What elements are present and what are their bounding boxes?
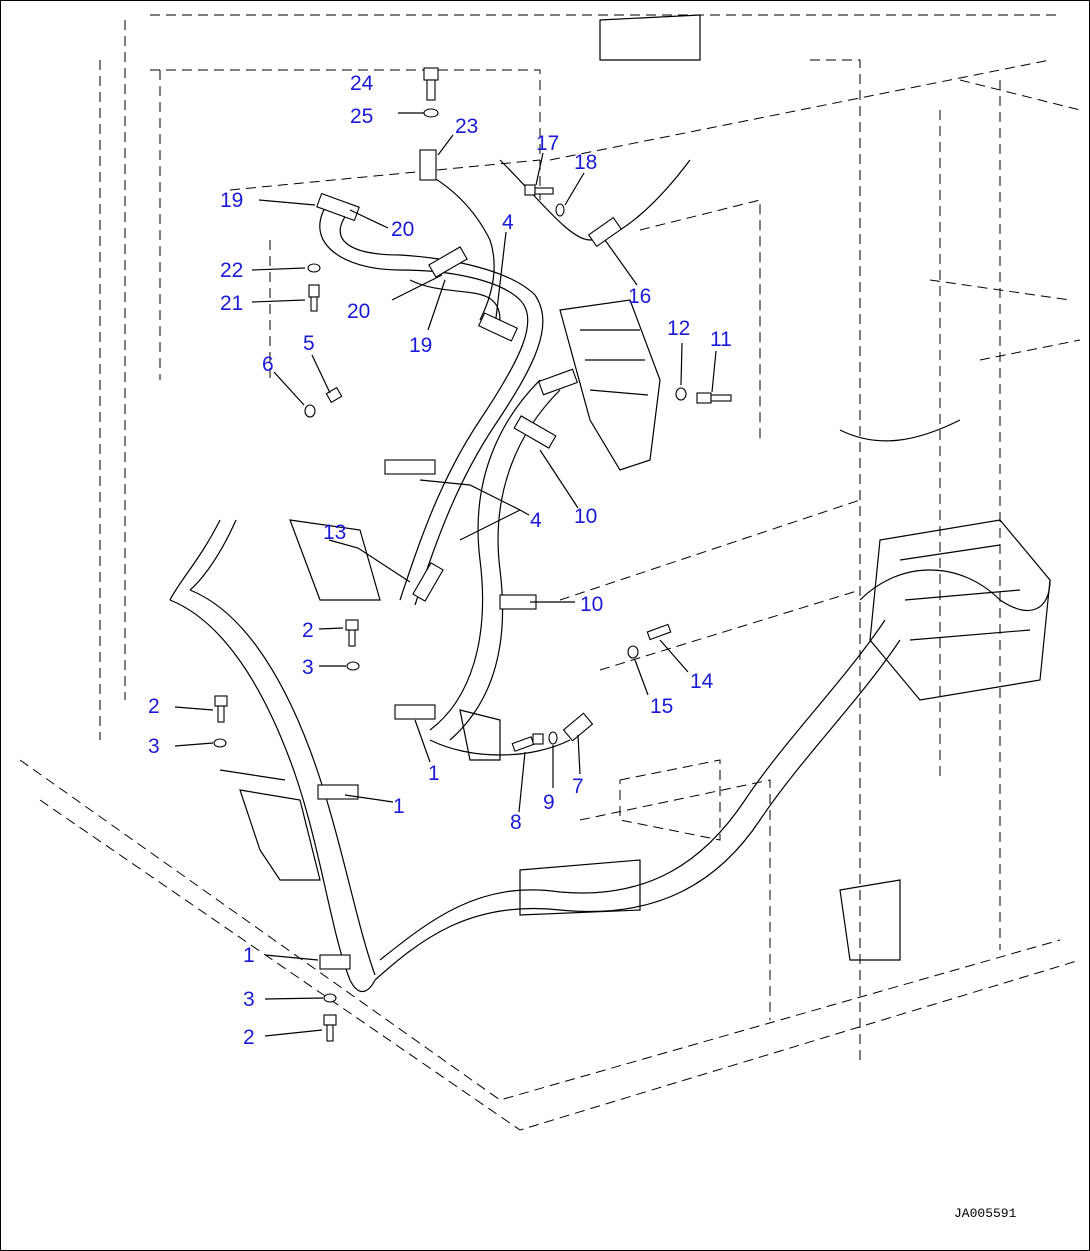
clamps bbox=[316, 192, 623, 970]
callout-22: 22 bbox=[220, 259, 243, 282]
machine-frame-outline bbox=[19, 14, 1081, 1131]
callout-8: 8 bbox=[510, 811, 522, 834]
callout-20: 20 bbox=[391, 218, 414, 241]
callout-3: 3 bbox=[243, 988, 255, 1011]
drawing-id: JA005591 bbox=[954, 1206, 1017, 1221]
callout-19: 19 bbox=[409, 334, 432, 357]
callout-19: 19 bbox=[220, 189, 243, 212]
callout-6: 6 bbox=[262, 353, 274, 376]
callout-21: 21 bbox=[220, 292, 243, 315]
callout-12: 12 bbox=[667, 317, 690, 340]
callout-10: 10 bbox=[574, 505, 597, 528]
callout-2: 2 bbox=[243, 1026, 255, 1049]
callout-10: 10 bbox=[580, 593, 603, 616]
callout-14: 14 bbox=[690, 670, 714, 693]
callout-5: 5 bbox=[303, 332, 315, 355]
callout-23: 23 bbox=[455, 115, 478, 138]
leader-lines bbox=[174, 112, 717, 1037]
callout-2: 2 bbox=[302, 619, 314, 642]
callout-4: 4 bbox=[530, 509, 542, 532]
callout-18: 18 bbox=[574, 151, 597, 174]
callout-1: 1 bbox=[393, 795, 405, 818]
callout-7: 7 bbox=[572, 775, 584, 798]
components bbox=[239, 14, 1051, 961]
callout-3: 3 bbox=[302, 656, 314, 679]
callout-17: 17 bbox=[536, 132, 559, 155]
callout-9: 9 bbox=[543, 791, 555, 814]
callout-4: 4 bbox=[502, 211, 514, 234]
harness-lines bbox=[169, 159, 1051, 993]
callout-11: 11 bbox=[710, 328, 732, 351]
fasteners bbox=[213, 67, 732, 1042]
callout-20: 20 bbox=[347, 300, 370, 323]
callout-1: 1 bbox=[428, 762, 440, 785]
callout-24: 24 bbox=[350, 72, 374, 95]
callout-labels: 24 25 23 17 18 19 20 22 21 20 19 4 16 12… bbox=[148, 72, 732, 1049]
callout-16: 16 bbox=[628, 285, 651, 308]
callout-3: 3 bbox=[148, 735, 160, 758]
callout-2: 2 bbox=[148, 695, 160, 718]
callout-1: 1 bbox=[243, 944, 255, 967]
callout-25: 25 bbox=[350, 105, 373, 128]
callout-13: 13 bbox=[323, 521, 346, 544]
callout-15: 15 bbox=[650, 695, 673, 718]
